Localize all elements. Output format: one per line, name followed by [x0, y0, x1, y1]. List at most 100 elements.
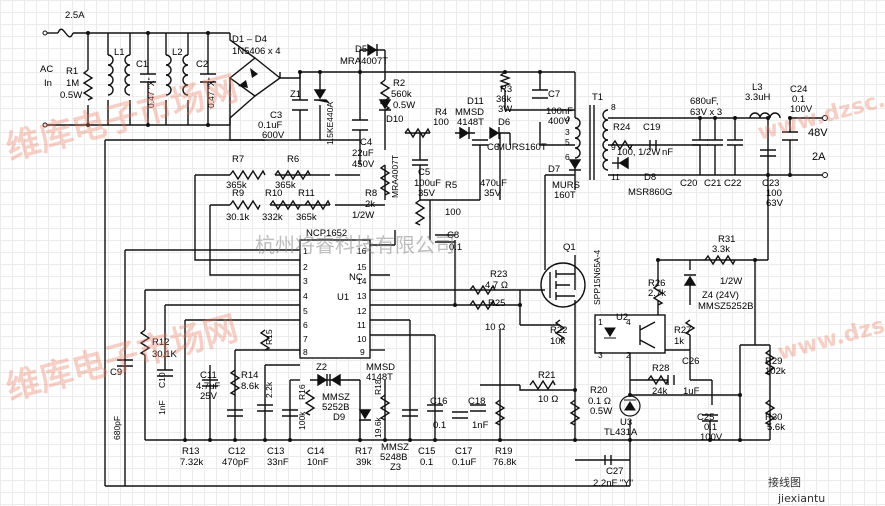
- svg-text:35V: 35V: [418, 188, 436, 199]
- c16-symbol: [427, 404, 443, 412]
- svg-text:7.32k: 7.32k: [180, 457, 203, 468]
- svg-text:C5: C5: [418, 167, 430, 178]
- r26-symbol: [652, 284, 664, 306]
- svg-text:MMSZ5252B: MMSZ5252B: [698, 301, 753, 312]
- svg-text:R9: R9: [232, 188, 244, 199]
- svg-text:C27: C27: [606, 466, 623, 477]
- svg-text:1: 1: [598, 317, 603, 327]
- svg-text:680pF: 680pF: [112, 416, 122, 440]
- svg-text:R25: R25: [488, 298, 505, 309]
- svg-text:C6: C6: [487, 142, 499, 153]
- svg-text:100V: 100V: [700, 432, 723, 443]
- r22-symbol: [554, 319, 566, 341]
- svg-text:1/2W: 1/2W: [352, 210, 374, 221]
- svg-text:R11: R11: [298, 188, 315, 199]
- svg-text:5: 5: [303, 306, 308, 316]
- c2-symbol: [200, 73, 216, 83]
- svg-text:C9: C9: [110, 367, 122, 378]
- svg-text:D8: D8: [644, 172, 656, 183]
- svg-text:R6: R6: [287, 154, 299, 165]
- svg-text:160T: 160T: [554, 190, 576, 201]
- r14-symbol: [229, 369, 241, 396]
- svg-text:4: 4: [626, 317, 631, 327]
- r24-symbol: [611, 139, 633, 151]
- r28-symbol: [647, 374, 669, 386]
- c23-symbol: [760, 149, 776, 157]
- svg-text:MSR860G: MSR860G: [628, 187, 672, 198]
- c25-symbol: [702, 414, 718, 422]
- svg-text:D10: D10: [386, 114, 403, 125]
- c18-symbol: [470, 404, 486, 412]
- c15-symbol: [402, 409, 418, 417]
- svg-text:C12: C12: [228, 446, 245, 457]
- svg-text:7: 7: [303, 334, 308, 344]
- svg-text:R10: R10: [265, 188, 282, 199]
- svg-text:5252B: 5252B: [322, 402, 349, 413]
- svg-text:SPP15N65A-4: SPP15N65A-4: [592, 249, 602, 305]
- svg-text:8: 8: [303, 347, 308, 357]
- svg-text:R3: R3: [500, 84, 512, 95]
- svg-text:R22: R22: [550, 325, 567, 336]
- svg-text:R7: R7: [232, 154, 244, 165]
- r6-symbol: [274, 169, 311, 181]
- svg-text:C24: C24: [790, 84, 807, 95]
- svg-text:1nF: 1nF: [472, 420, 489, 431]
- url-watermark-lower: www.dzsc.com: [775, 295, 885, 366]
- r21-symbol: [529, 379, 556, 391]
- svg-text:D5: D5: [355, 44, 367, 55]
- r29-symbol: [764, 349, 776, 376]
- svg-text:C4: C4: [360, 137, 372, 148]
- c17-symbol: [452, 411, 468, 419]
- svg-text:0.1: 0.1: [449, 242, 462, 253]
- svg-text:TL431A: TL431A: [604, 427, 638, 438]
- svg-text:R27: R27: [674, 325, 691, 336]
- svg-text:0.5W: 0.5W: [590, 406, 612, 417]
- svg-text:25V: 25V: [200, 391, 218, 402]
- component-symbols: [82, 43, 798, 465]
- svg-text:R26: R26: [648, 278, 665, 289]
- u3-symbol: [624, 399, 636, 411]
- r5-symbol: [414, 199, 426, 226]
- l3-symbol: [749, 112, 781, 119]
- svg-text:14: 14: [357, 276, 367, 286]
- ac-input-label-2: In: [44, 78, 52, 89]
- svg-text:C21: C21: [704, 178, 721, 189]
- svg-text:600V: 600V: [262, 130, 285, 141]
- svg-text:365k: 365k: [226, 180, 247, 191]
- t1-transformer: [574, 105, 609, 180]
- r27-symbol: [684, 319, 696, 336]
- svg-text:Z1: Z1: [290, 89, 301, 100]
- svg-text:R17: R17: [355, 446, 372, 457]
- c21-symbol: [707, 139, 723, 146]
- svg-text:102k: 102k: [765, 366, 786, 377]
- svg-text:MRA4007T: MRA4007T: [340, 56, 388, 67]
- svg-text:R1: R1: [66, 66, 78, 77]
- output-terminal-pos: [822, 115, 828, 121]
- svg-text:C15: C15: [418, 446, 435, 457]
- svg-text:0.5W: 0.5W: [393, 100, 415, 111]
- svg-text:9: 9: [360, 347, 365, 357]
- svg-text:R21: R21: [538, 370, 555, 381]
- svg-text:100: 100: [445, 207, 461, 218]
- svg-text:C23: C23: [762, 178, 779, 189]
- r11-symbol: [304, 199, 331, 211]
- svg-text:5: 5: [565, 137, 570, 147]
- d5-symbol: [367, 43, 378, 57]
- d6-symbol: [489, 126, 500, 140]
- svg-text:MMSZ: MMSZ: [381, 442, 409, 453]
- svg-text:C3: C3: [270, 110, 282, 121]
- u1-name: U1: [337, 292, 349, 303]
- svg-text:63V: 63V: [766, 198, 784, 209]
- svg-text:MMSD: MMSD: [366, 362, 395, 373]
- svg-text:C26: C26: [682, 356, 699, 367]
- svg-text:13: 13: [357, 291, 367, 301]
- c7-symbol: [532, 89, 548, 99]
- r20-symbol: [569, 399, 581, 426]
- svg-text:3.3k: 3.3k: [712, 244, 730, 255]
- svg-text:C17: C17: [455, 446, 472, 457]
- svg-text:100, 1/2W: 100, 1/2W: [617, 147, 660, 158]
- r12-symbol: [139, 329, 151, 356]
- svg-text:L1: L1: [114, 47, 125, 58]
- svg-text:1N5406 x 4: 1N5406 x 4: [232, 46, 281, 57]
- l2-symbol: [165, 54, 172, 96]
